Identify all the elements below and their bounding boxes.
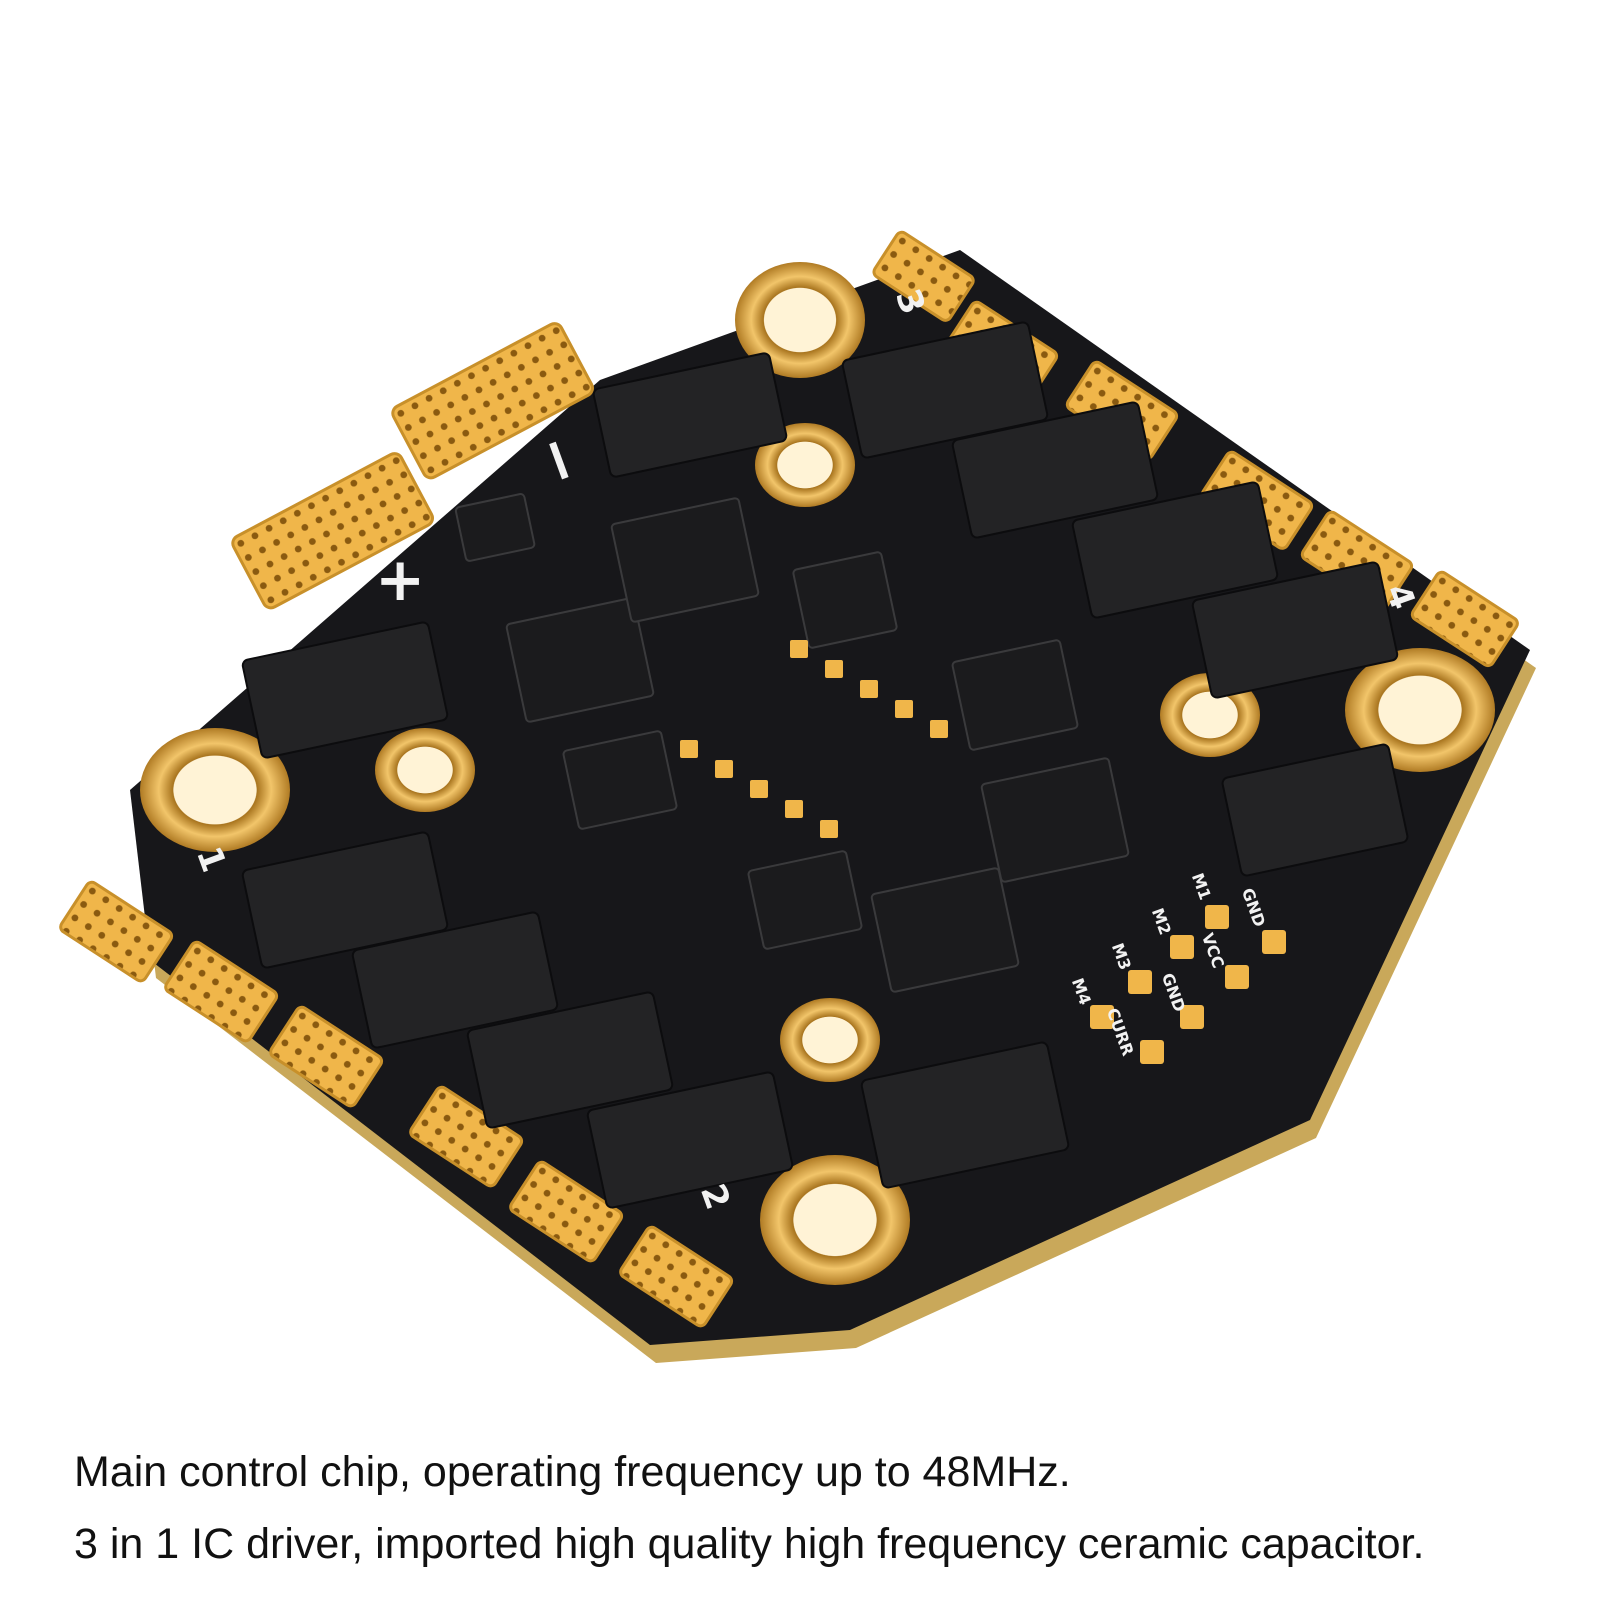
mosfet-chips bbox=[241, 321, 1409, 1209]
mounting-holes bbox=[140, 262, 1495, 1285]
esc-board-photo: + − 1 2 3 4 GND M1 VCC M2 GND M3 CURR M4 bbox=[59, 230, 1536, 1363]
test-pads bbox=[680, 640, 948, 838]
caption-line-2: 3 in 1 IC driver, imported high quality … bbox=[74, 1520, 1425, 1568]
label-plus: + bbox=[375, 545, 425, 615]
signal-pads bbox=[1090, 905, 1286, 1064]
ic-chips bbox=[454, 493, 1130, 993]
caption-line-1: Main control chip, operating frequency u… bbox=[74, 1448, 1071, 1496]
